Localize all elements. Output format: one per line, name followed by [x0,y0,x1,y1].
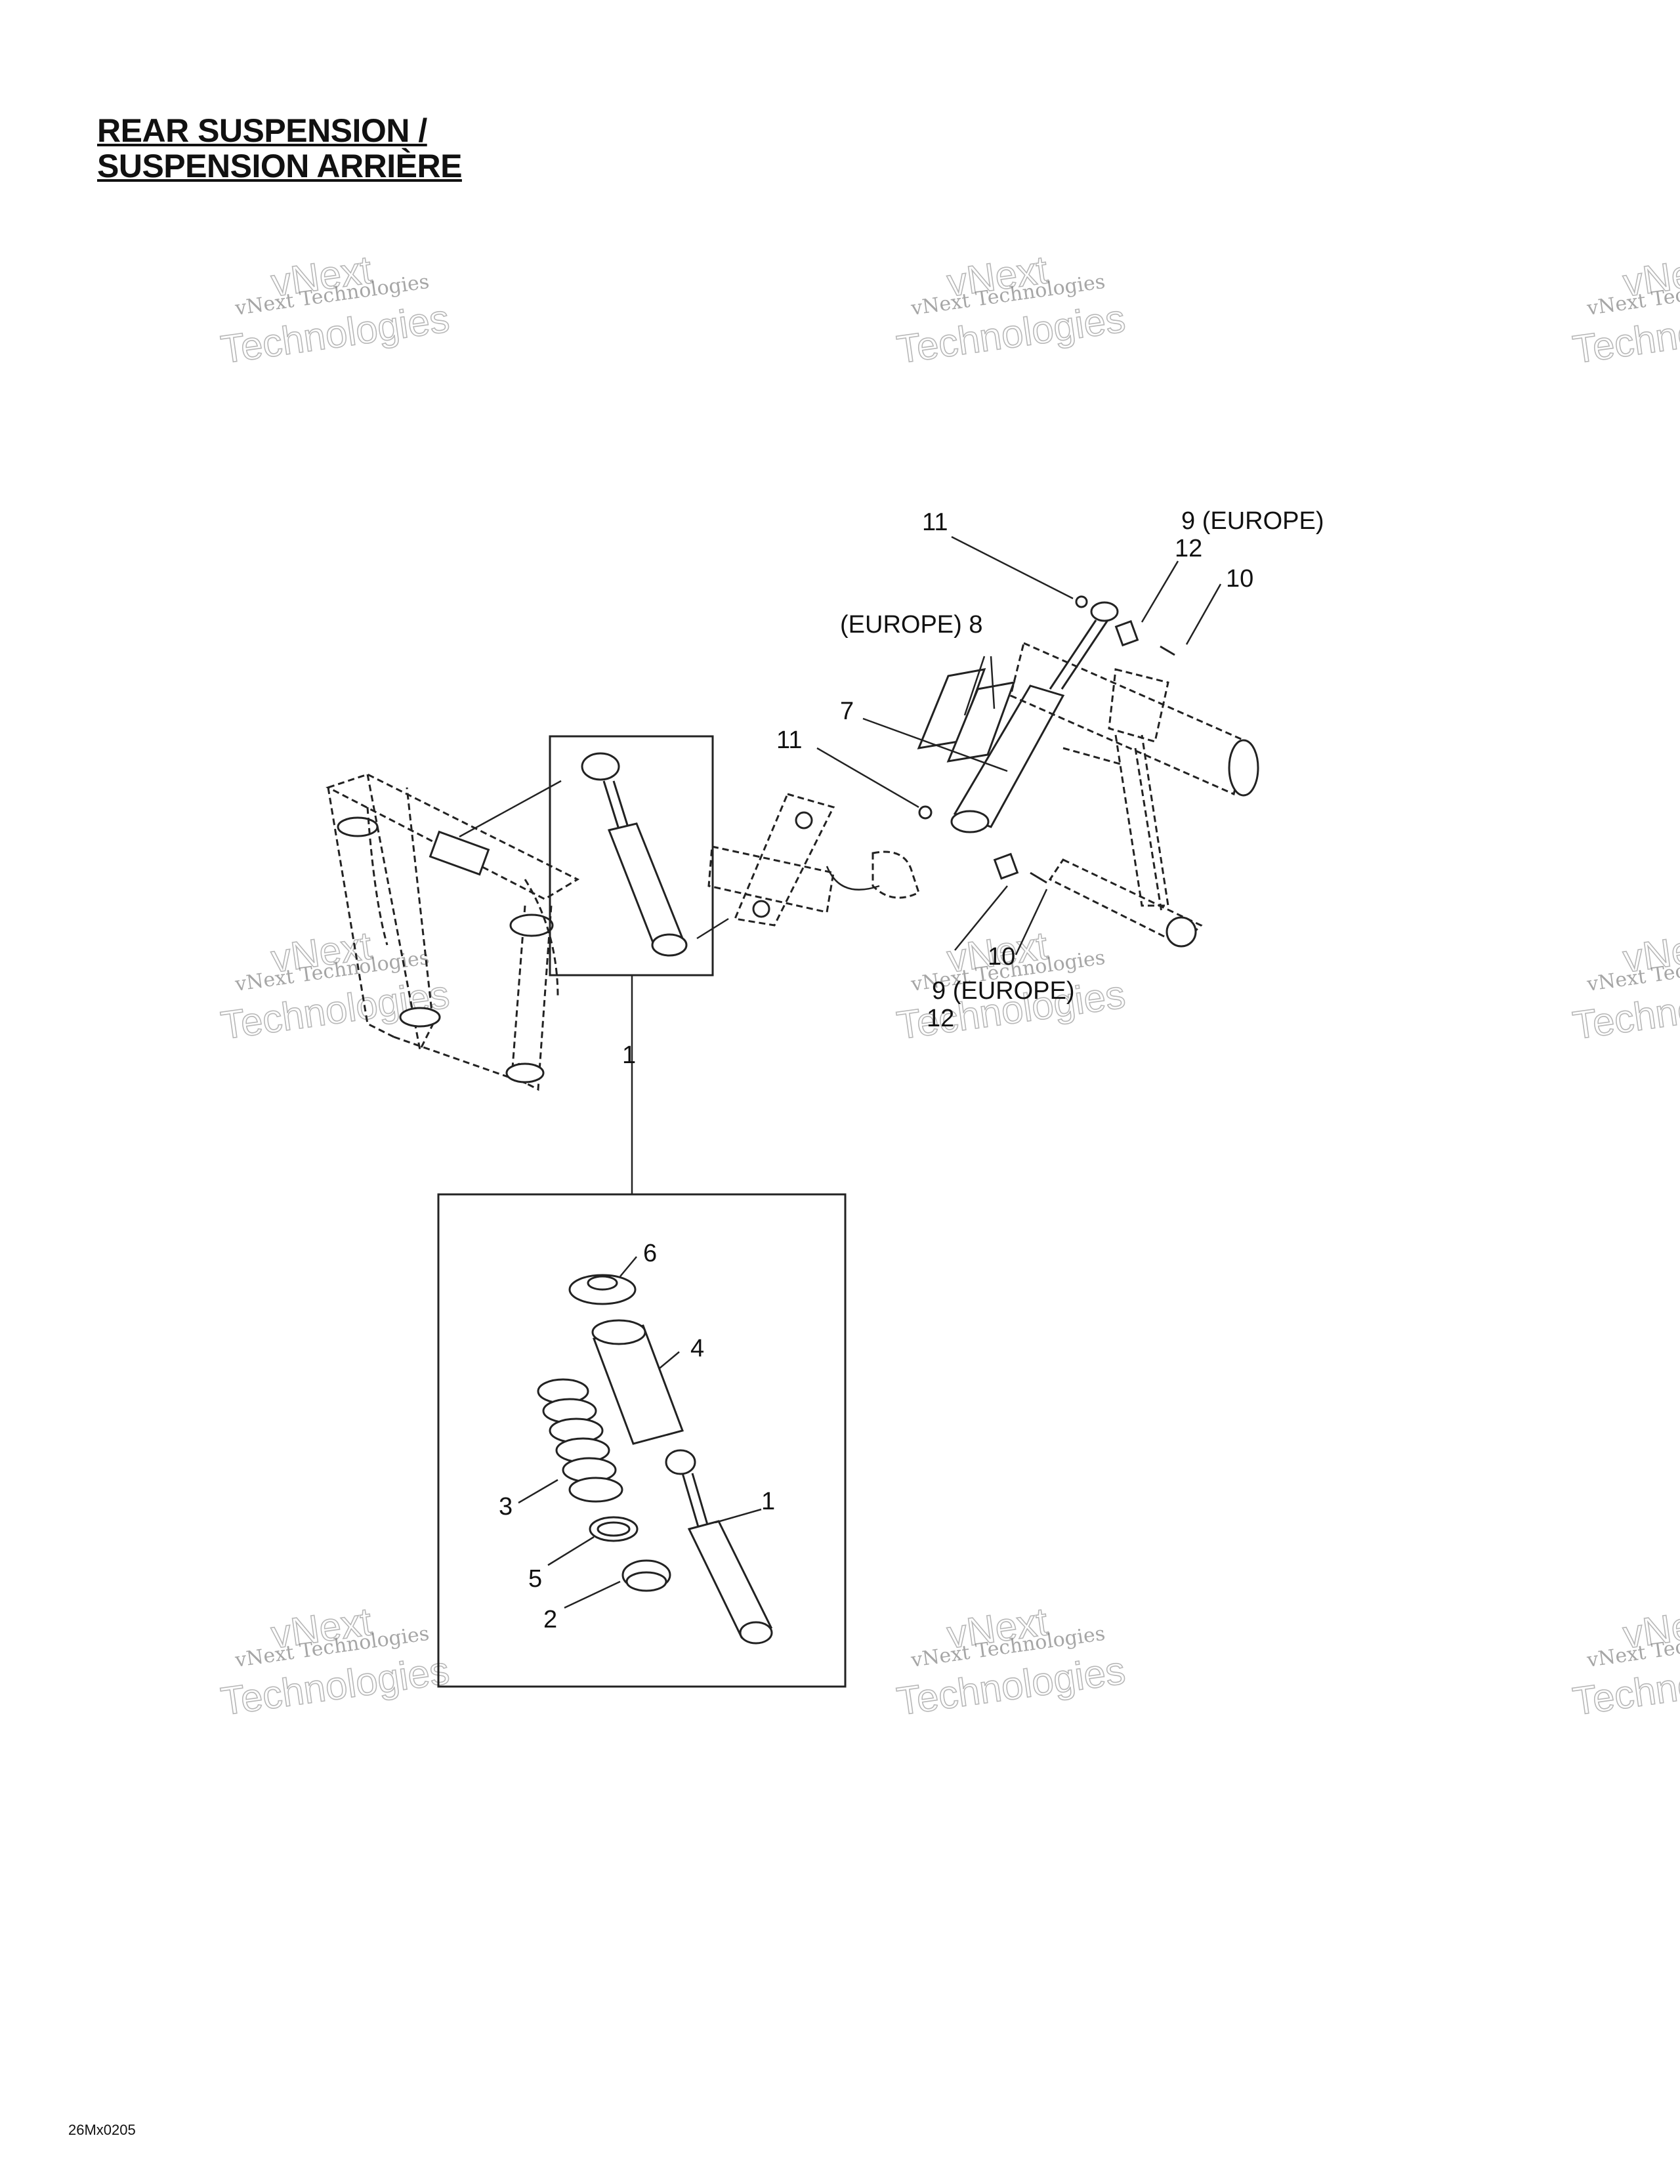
callout-9-europe-bottom: 9 (EUROPE) [932,977,1074,1005]
callout-1-frame: 1 [622,1041,636,1069]
callout-3: 3 [499,1493,513,1521]
callout-4: 4 [690,1335,704,1362]
callout-1-detail: 1 [761,1488,775,1515]
watermark: vNext vNext Technologies Technologies [218,247,453,372]
watermark: vNext vNext Technologies Technologies [218,1599,453,1724]
callout-11-top: 11 [922,509,948,536]
chassis-frame-drawing [1009,641,1259,948]
rocker-linkage-drawing [707,793,920,927]
watermark: vNext vNext Technologies Technologies [1570,247,1680,372]
watermark: vNext vNext Technologies Technologies [894,247,1129,372]
callout-6: 6 [643,1240,657,1267]
callout-7: 7 [840,698,854,725]
watermark: vNext vNext Technologies Technologies [1570,1599,1680,1724]
callout-10-bottom: 10 [988,943,1015,971]
callout-9-europe-top: 9 (EUROPE) [1181,507,1324,535]
callout-leaders [631,536,1222,1194]
callout-11-mid: 11 [776,726,802,754]
shock-absorber-7-drawing [918,595,1175,884]
arrow-to-linkage [696,917,729,940]
callout-12-bottom: 12 [927,1005,954,1032]
shock-detail-frame [437,1193,847,1688]
shock-in-frame [581,752,688,957]
callout-10-top: 10 [1226,565,1253,593]
title-line-1: REAR SUSPENSION / [97,112,427,149]
suspension-frame-drawing [326,773,580,1091]
callout-2: 2 [543,1606,557,1633]
europe-decal-8-drawing [917,668,1016,763]
callout-labels: 11 9 (EUROPE) 12 10 (EUROPE) 8 7 11 10 9… [499,507,1324,1633]
callout-8-europe: (EUROPE) 8 [840,611,982,639]
arrow-to-frame [459,780,562,838]
callout-12-top: 12 [1175,535,1202,562]
page-title: REAR SUSPENSION / SUSPENSION ARRIÈRE [97,113,462,184]
part-code: 26Mx0205 [68,2122,136,2138]
watermark: vNext vNext Technologies Technologies [1570,923,1680,1048]
callout-5: 5 [528,1565,542,1593]
shock-exploded-drawing [518,1256,773,1645]
watermark: vNext vNext Technologies Technologies [894,1599,1129,1724]
title-line-2: SUSPENSION ARRIÈRE [97,148,462,184]
